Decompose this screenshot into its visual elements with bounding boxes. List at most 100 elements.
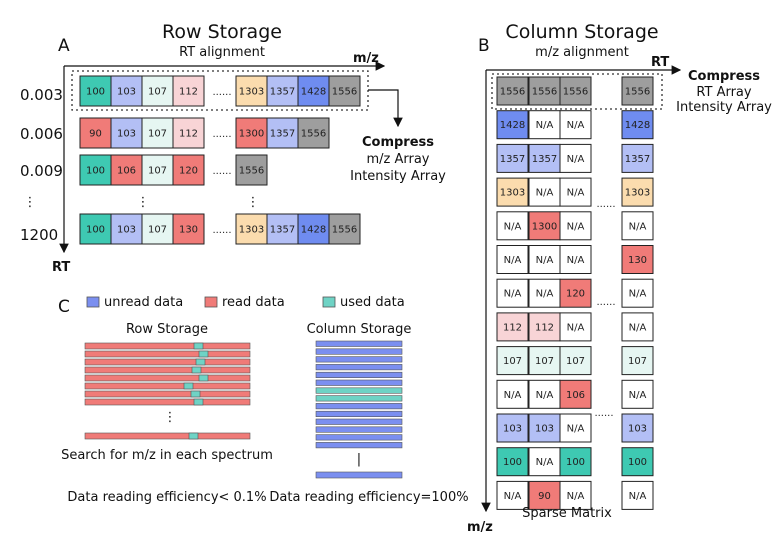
spectrum-cell: 107: [141, 117, 174, 149]
matrix-cell-box: [559, 177, 592, 207]
column-ellipsis: ......: [596, 199, 615, 210]
matrix-cell: 100: [496, 447, 529, 477]
matrix-cell-value: N/A: [567, 424, 585, 435]
matrix-cell-box: [496, 76, 529, 106]
spectrum-cell: 1556: [328, 75, 361, 107]
matrix-cell-box: [528, 245, 561, 274]
matrix-cell-value: 1300: [532, 221, 557, 232]
matrix-cell: 1303: [621, 177, 654, 207]
matrix-cell: 1428: [621, 110, 654, 140]
matrix-cell-box: [559, 480, 592, 510]
spectrum-cell-value: 103: [117, 225, 136, 236]
matrix-cell-value: 130: [628, 255, 647, 266]
spectrum-cell-box: [266, 213, 299, 245]
matrix-cell: 1556: [528, 76, 561, 106]
spectrum-cell: 107: [141, 154, 174, 186]
panel-b-compress-intensity: Intensity Array: [676, 100, 772, 115]
column-data-bar: [315, 371, 403, 379]
spectrum-cell: 100: [79, 154, 112, 186]
spectrum-cell-value: 100: [86, 87, 105, 98]
spectrum-cell-box: [110, 213, 143, 245]
row-vertical-ellipsis: ⋮: [164, 410, 177, 425]
panel-a-compress-intensity: Intensity Array: [350, 169, 446, 184]
matrix-cell-value: N/A: [567, 322, 585, 333]
matrix-cell-value: 107: [503, 356, 522, 367]
spectrum-cell-value: 103: [117, 129, 136, 140]
matrix-cell-box: [496, 447, 529, 477]
matrix-cell: N/A: [621, 211, 654, 241]
column-data-bar: [315, 442, 403, 449]
matrix-cell: N/A: [621, 278, 654, 308]
matrix-cell-value: N/A: [629, 289, 647, 300]
row-spectrum-bar: [84, 382, 251, 390]
spectrum-cell-value: 1303: [239, 225, 264, 236]
matrix-cell: 1556: [496, 76, 529, 106]
spectrum-cell-box: [297, 213, 330, 245]
rt-label: 0.009: [20, 162, 63, 180]
panel-b-title: Column Storage: [505, 21, 658, 43]
matrix-cell: N/A: [528, 379, 561, 409]
spectrum-cell: 1357: [266, 213, 299, 245]
matrix-cell-value: 1556: [625, 87, 650, 98]
spectrum-cell: 100: [79, 213, 112, 245]
spectrum-cell-value: 1556: [301, 129, 326, 140]
matrix-cell-box: [496, 312, 529, 342]
matrix-cell-box: [621, 312, 654, 342]
vertical-ellipsis: ⋮: [247, 195, 260, 210]
row-spectrum-bar: [84, 398, 251, 406]
spectrum-cell-box: [141, 75, 174, 107]
panel-b-letter: B: [478, 36, 490, 56]
matrix-cell: N/A: [496, 211, 529, 241]
row-used-segment: [183, 382, 194, 390]
spectrum-cell-value: 112: [179, 87, 198, 98]
matrix-cell-value: 100: [566, 457, 585, 468]
spectrum-cell-box: [172, 75, 205, 107]
panel-c-bars: ⋮|: [84, 340, 403, 479]
matrix-cell: N/A: [496, 379, 529, 409]
matrix-cell: N/A: [496, 245, 529, 274]
row-ellipsis: ......: [212, 87, 231, 98]
matrix-cell: 1357: [496, 143, 529, 173]
matrix-cell: N/A: [528, 278, 561, 308]
matrix-cell: N/A: [559, 211, 592, 241]
panel-c-col-title: Column Storage: [307, 322, 412, 337]
matrix-cell-value: 1357: [625, 154, 650, 165]
matrix-cell-box: [621, 413, 654, 443]
matrix-cell-value: N/A: [567, 255, 585, 266]
matrix-cell: N/A: [559, 177, 592, 207]
legend-label: read data: [222, 295, 285, 310]
panel-b-y-axis-label: m/z: [467, 520, 493, 535]
matrix-cell-value: N/A: [504, 255, 522, 266]
matrix-cell: N/A: [559, 110, 592, 140]
spectrum-cell-value: 1556: [332, 225, 357, 236]
row-ellipsis: ......: [212, 225, 231, 236]
legend-item: read data: [204, 295, 285, 310]
matrix-cell: 112: [496, 312, 529, 342]
spectrum-cell-value: 103: [117, 87, 136, 98]
matrix-cell: N/A: [559, 312, 592, 342]
matrix-cell: 130: [621, 245, 654, 274]
matrix-cell-value: N/A: [629, 390, 647, 401]
spectrum-cell-box: [235, 154, 268, 186]
matrix-cell-box: [496, 211, 529, 241]
matrix-cell: N/A: [496, 480, 529, 510]
column-data-bar: [315, 379, 403, 386]
spectrum-cell-value: 1357: [270, 87, 295, 98]
panel-c-row-title: Row Storage: [126, 322, 208, 337]
column-data-bar: [315, 340, 403, 347]
matrix-cell-box: [559, 110, 592, 140]
matrix-cell-value: N/A: [567, 188, 585, 199]
matrix-cell: N/A: [559, 245, 592, 274]
matrix-cell: N/A: [559, 143, 592, 173]
spectrum-cell: 103: [110, 75, 143, 107]
matrix-cell-box: [559, 379, 592, 409]
spectrum-cell: 112: [172, 117, 205, 149]
spectrum-cell: 1303: [235, 75, 268, 107]
matrix-cell-box: [528, 447, 561, 477]
spectrum-cell: 1556: [297, 117, 330, 149]
matrix-cell: 1428: [496, 110, 529, 140]
